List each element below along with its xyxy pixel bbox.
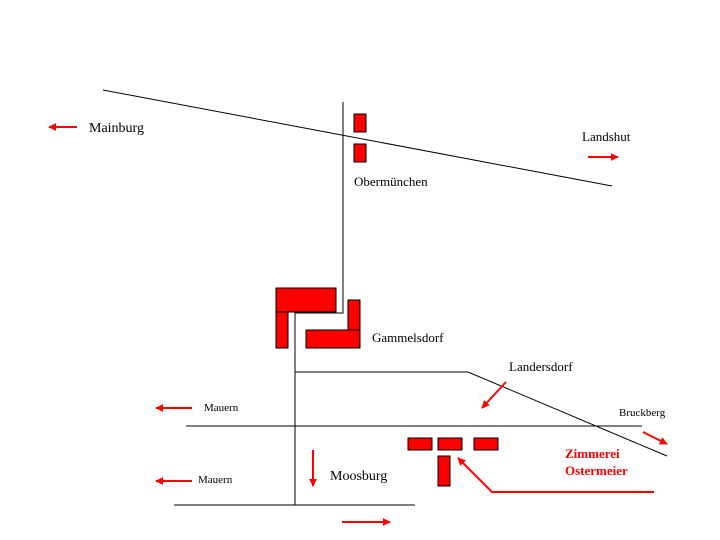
building-gammelsdorf-3 (347, 299, 361, 331)
building-obermuenchen-1 (353, 113, 367, 133)
arrow-landersdorf-icon (481, 381, 507, 409)
building-zimmerei-4 (437, 455, 451, 487)
label-zimmerei-line2: Ostermeier (565, 463, 628, 478)
building-obermuenchen-2 (353, 143, 367, 163)
road-landersdorf-bruckberg (295, 371, 668, 457)
arrow-zimmerei-pointer-icon (457, 457, 654, 493)
label-landersdorf: Landersdorf (509, 359, 573, 374)
road-gammelsdorf-moosburg (294, 289, 344, 505)
label-moosburg: Moosburg (330, 469, 387, 484)
label-obermuenchen: Obermünchen (354, 174, 428, 189)
direction-arrows (48, 123, 668, 526)
roads (102, 89, 668, 506)
buildings (275, 113, 499, 487)
label-bruckberg: Bruckberg (619, 407, 666, 419)
building-gammelsdorf-2 (275, 311, 289, 349)
building-gammelsdorf-1 (275, 287, 337, 313)
label-landshut: Landshut (582, 129, 631, 144)
label-mainburg: Mainburg (89, 121, 144, 136)
label-gammelsdorf: Gammelsdorf (372, 330, 444, 345)
building-gammelsdorf-4 (305, 329, 361, 349)
label-zimmerei-line1: Zimmerei (565, 446, 620, 461)
road-mainburg-landshut (102, 89, 613, 187)
building-zimmerei-1 (407, 437, 433, 451)
building-zimmerei-3 (473, 437, 499, 451)
label-mauern-top: Mauern (204, 402, 239, 414)
place-labels: Mainburg Landshut Obermünchen Gammelsdor… (89, 121, 666, 486)
label-mauern-bottom: Mauern (198, 474, 233, 486)
building-zimmerei-2 (437, 437, 463, 451)
arrow-bruckberg-icon (642, 431, 668, 445)
